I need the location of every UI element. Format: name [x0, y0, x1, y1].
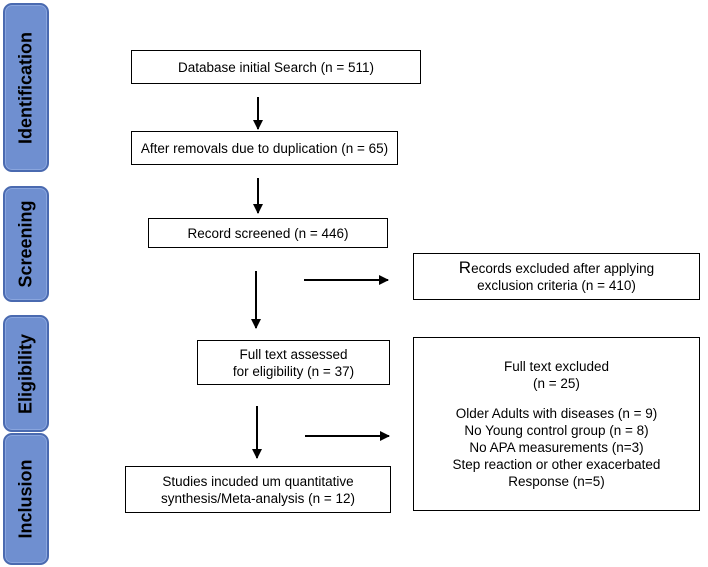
full-text-excluded-box: Full text excluded (n = 25) Older Adults… — [413, 337, 700, 511]
stage-screening: Screening — [3, 186, 49, 302]
after-duplicates-text: After removals due to duplication (n = 6… — [140, 140, 389, 156]
full-text-assessed-line1: Full text assessed — [239, 346, 348, 362]
studies-included-line1: Studies incuded um quantitative — [162, 473, 354, 489]
full-text-excluded-title: Full text excluded — [503, 359, 610, 374]
screened-box: Record screened (n = 446) — [148, 218, 388, 248]
stage-inclusion: Inclusion — [3, 433, 49, 565]
studies-included-box: Studies incuded um quantitative synthesi… — [125, 466, 391, 513]
full-text-assessed-box: Full text assessed for eligibility (n = … — [197, 340, 390, 385]
screened-text: Record screened (n = 446) — [187, 225, 349, 241]
full-text-excluded-count: (n = 25) — [533, 376, 580, 391]
excluded-criteria-initial: R — [458, 258, 472, 277]
exclusion-reason: Older Adults with diseases (n = 9) — [455, 406, 658, 421]
excluded-criteria-line1: ecords excluded after applying — [471, 261, 655, 276]
exclusion-reason: No Young control group (n = 8) — [464, 423, 649, 438]
exclusion-reason: No APA measurements (n=3) — [469, 440, 644, 455]
exclusion-reason: Step reaction or other exacerbated — [452, 457, 661, 472]
after-duplicates-box: After removals due to duplication (n = 6… — [131, 131, 398, 165]
database-search-text: Database initial Search (n = 511) — [178, 59, 374, 75]
database-search-box: Database initial Search (n = 511) — [131, 50, 421, 84]
studies-included-line2: synthesis/Meta-analysis (n = 12) — [161, 490, 355, 506]
excluded-criteria-line2: exclusion criteria (n = 410) — [477, 278, 636, 293]
exclusion-reason: Response (n=5) — [508, 474, 605, 489]
stage-identification: Identification — [3, 3, 49, 172]
full-text-assessed-line2: for eligibility (n = 37) — [232, 363, 355, 379]
stage-eligibility: Eligibility — [3, 315, 49, 432]
excluded-criteria-box: Records excluded after applying exclusio… — [413, 253, 700, 300]
